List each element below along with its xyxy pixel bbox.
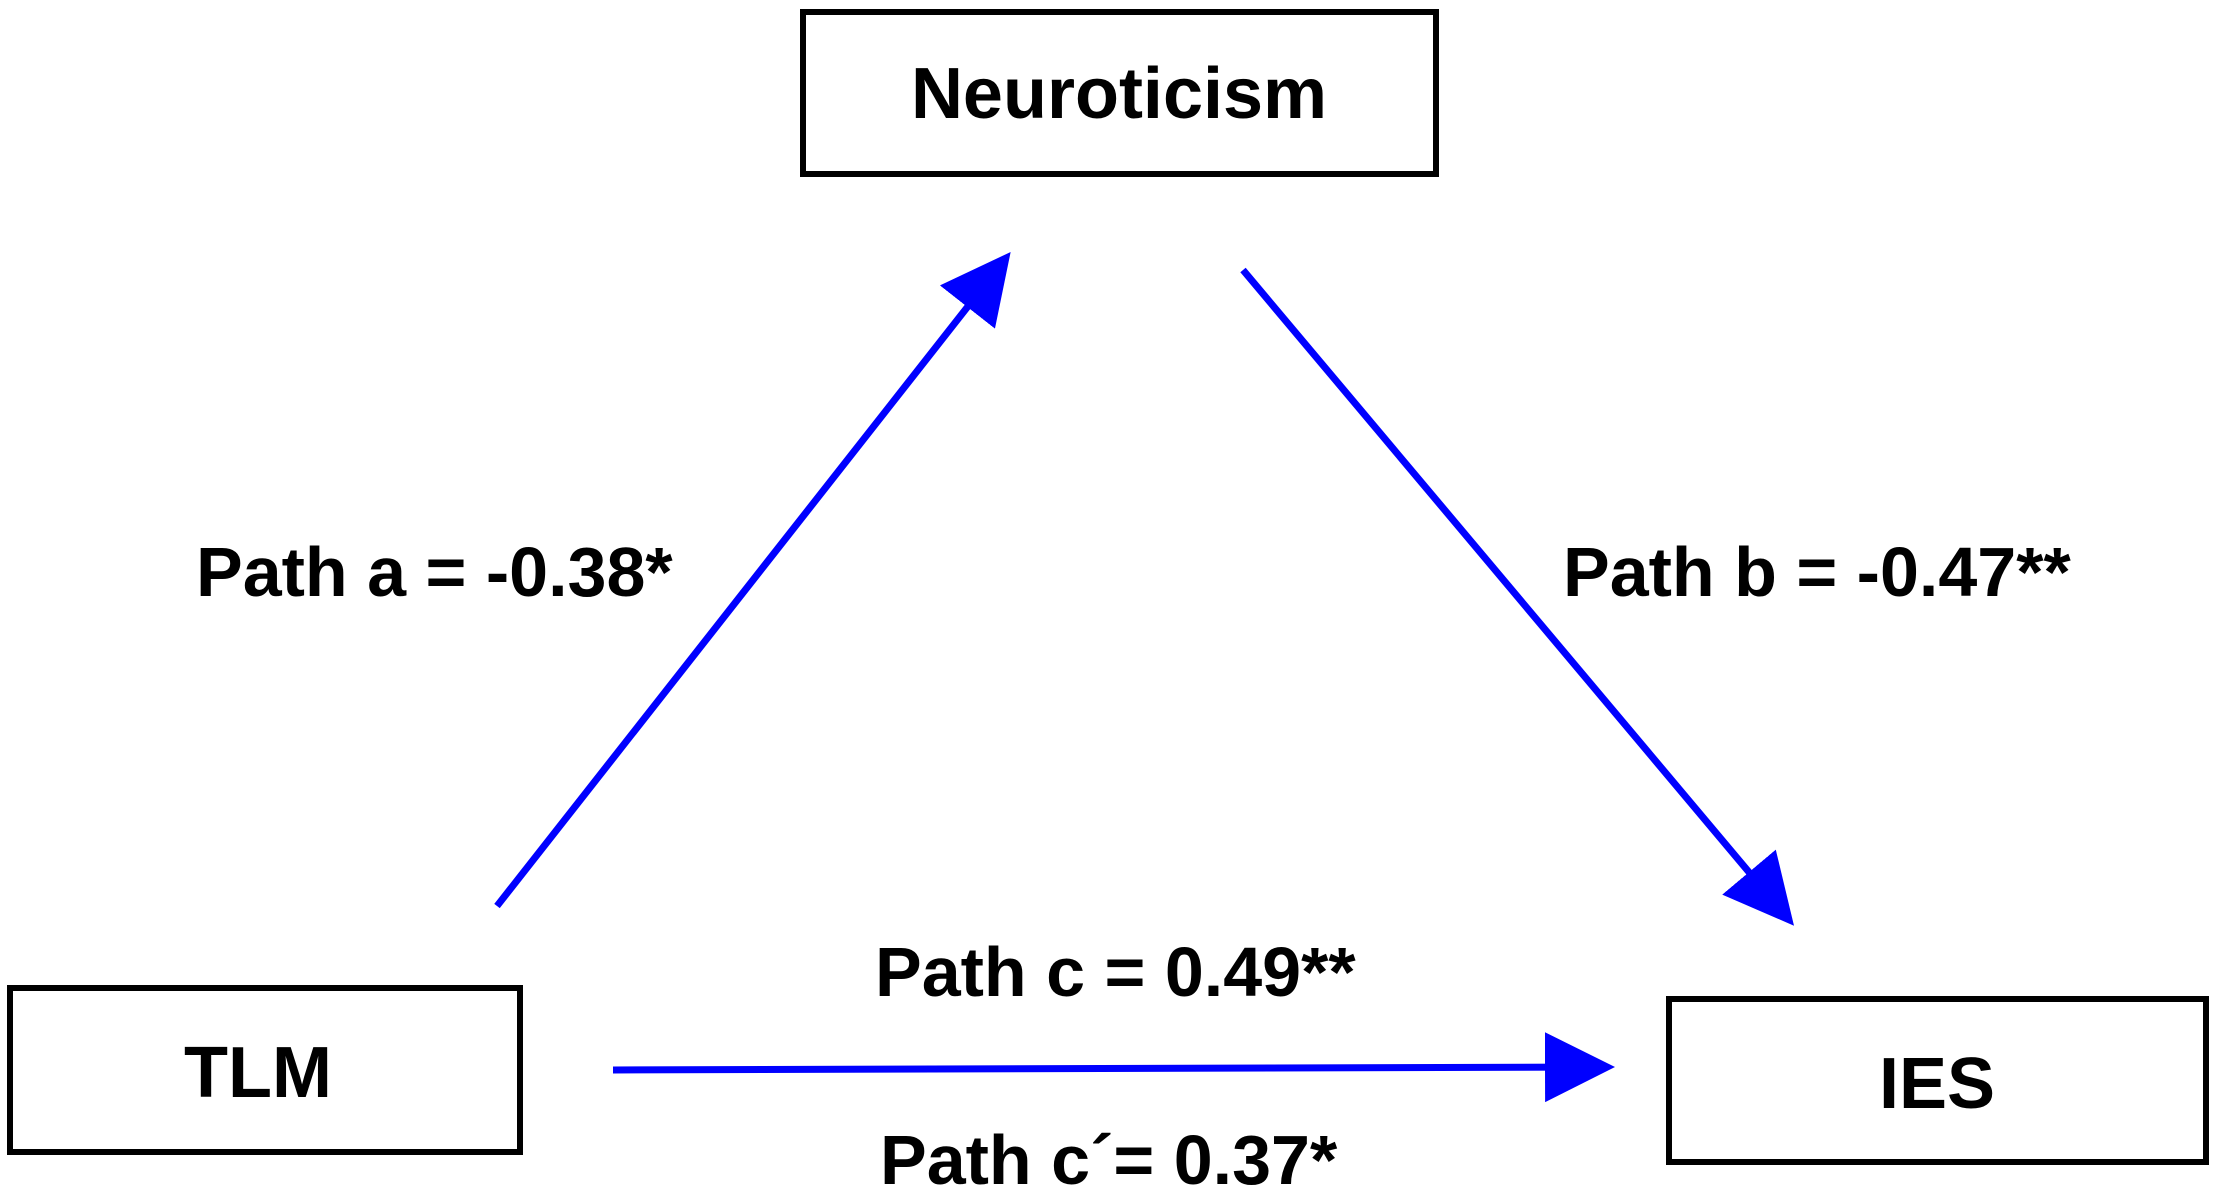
node-tlm: TLM [7, 985, 523, 1155]
node-neuroticism: Neuroticism [800, 9, 1439, 177]
path-c-label: Path c = 0.49** [875, 933, 1356, 1011]
path-a-label: Path a = -0.38* [196, 533, 673, 611]
node-ies: IES [1666, 996, 2209, 1165]
node-neuroticism-box [800, 9, 1439, 177]
node-tlm-label: TLM [184, 1033, 332, 1113]
node-ies-label: IES [1879, 1044, 1995, 1124]
path-a-arrow [494, 251, 1011, 909]
path-b-arrow [1240, 267, 1795, 926]
path-b-label: Path b = -0.47** [1563, 533, 2071, 611]
node-neuroticism-label: Neuroticism [911, 54, 1327, 134]
node-tlm-box [7, 985, 523, 1155]
path-c-prime-label: Path c´= 0.37* [880, 1121, 1338, 1191]
node-ies-box [1666, 996, 2209, 1165]
path-c-arrow [612, 1032, 1615, 1103]
